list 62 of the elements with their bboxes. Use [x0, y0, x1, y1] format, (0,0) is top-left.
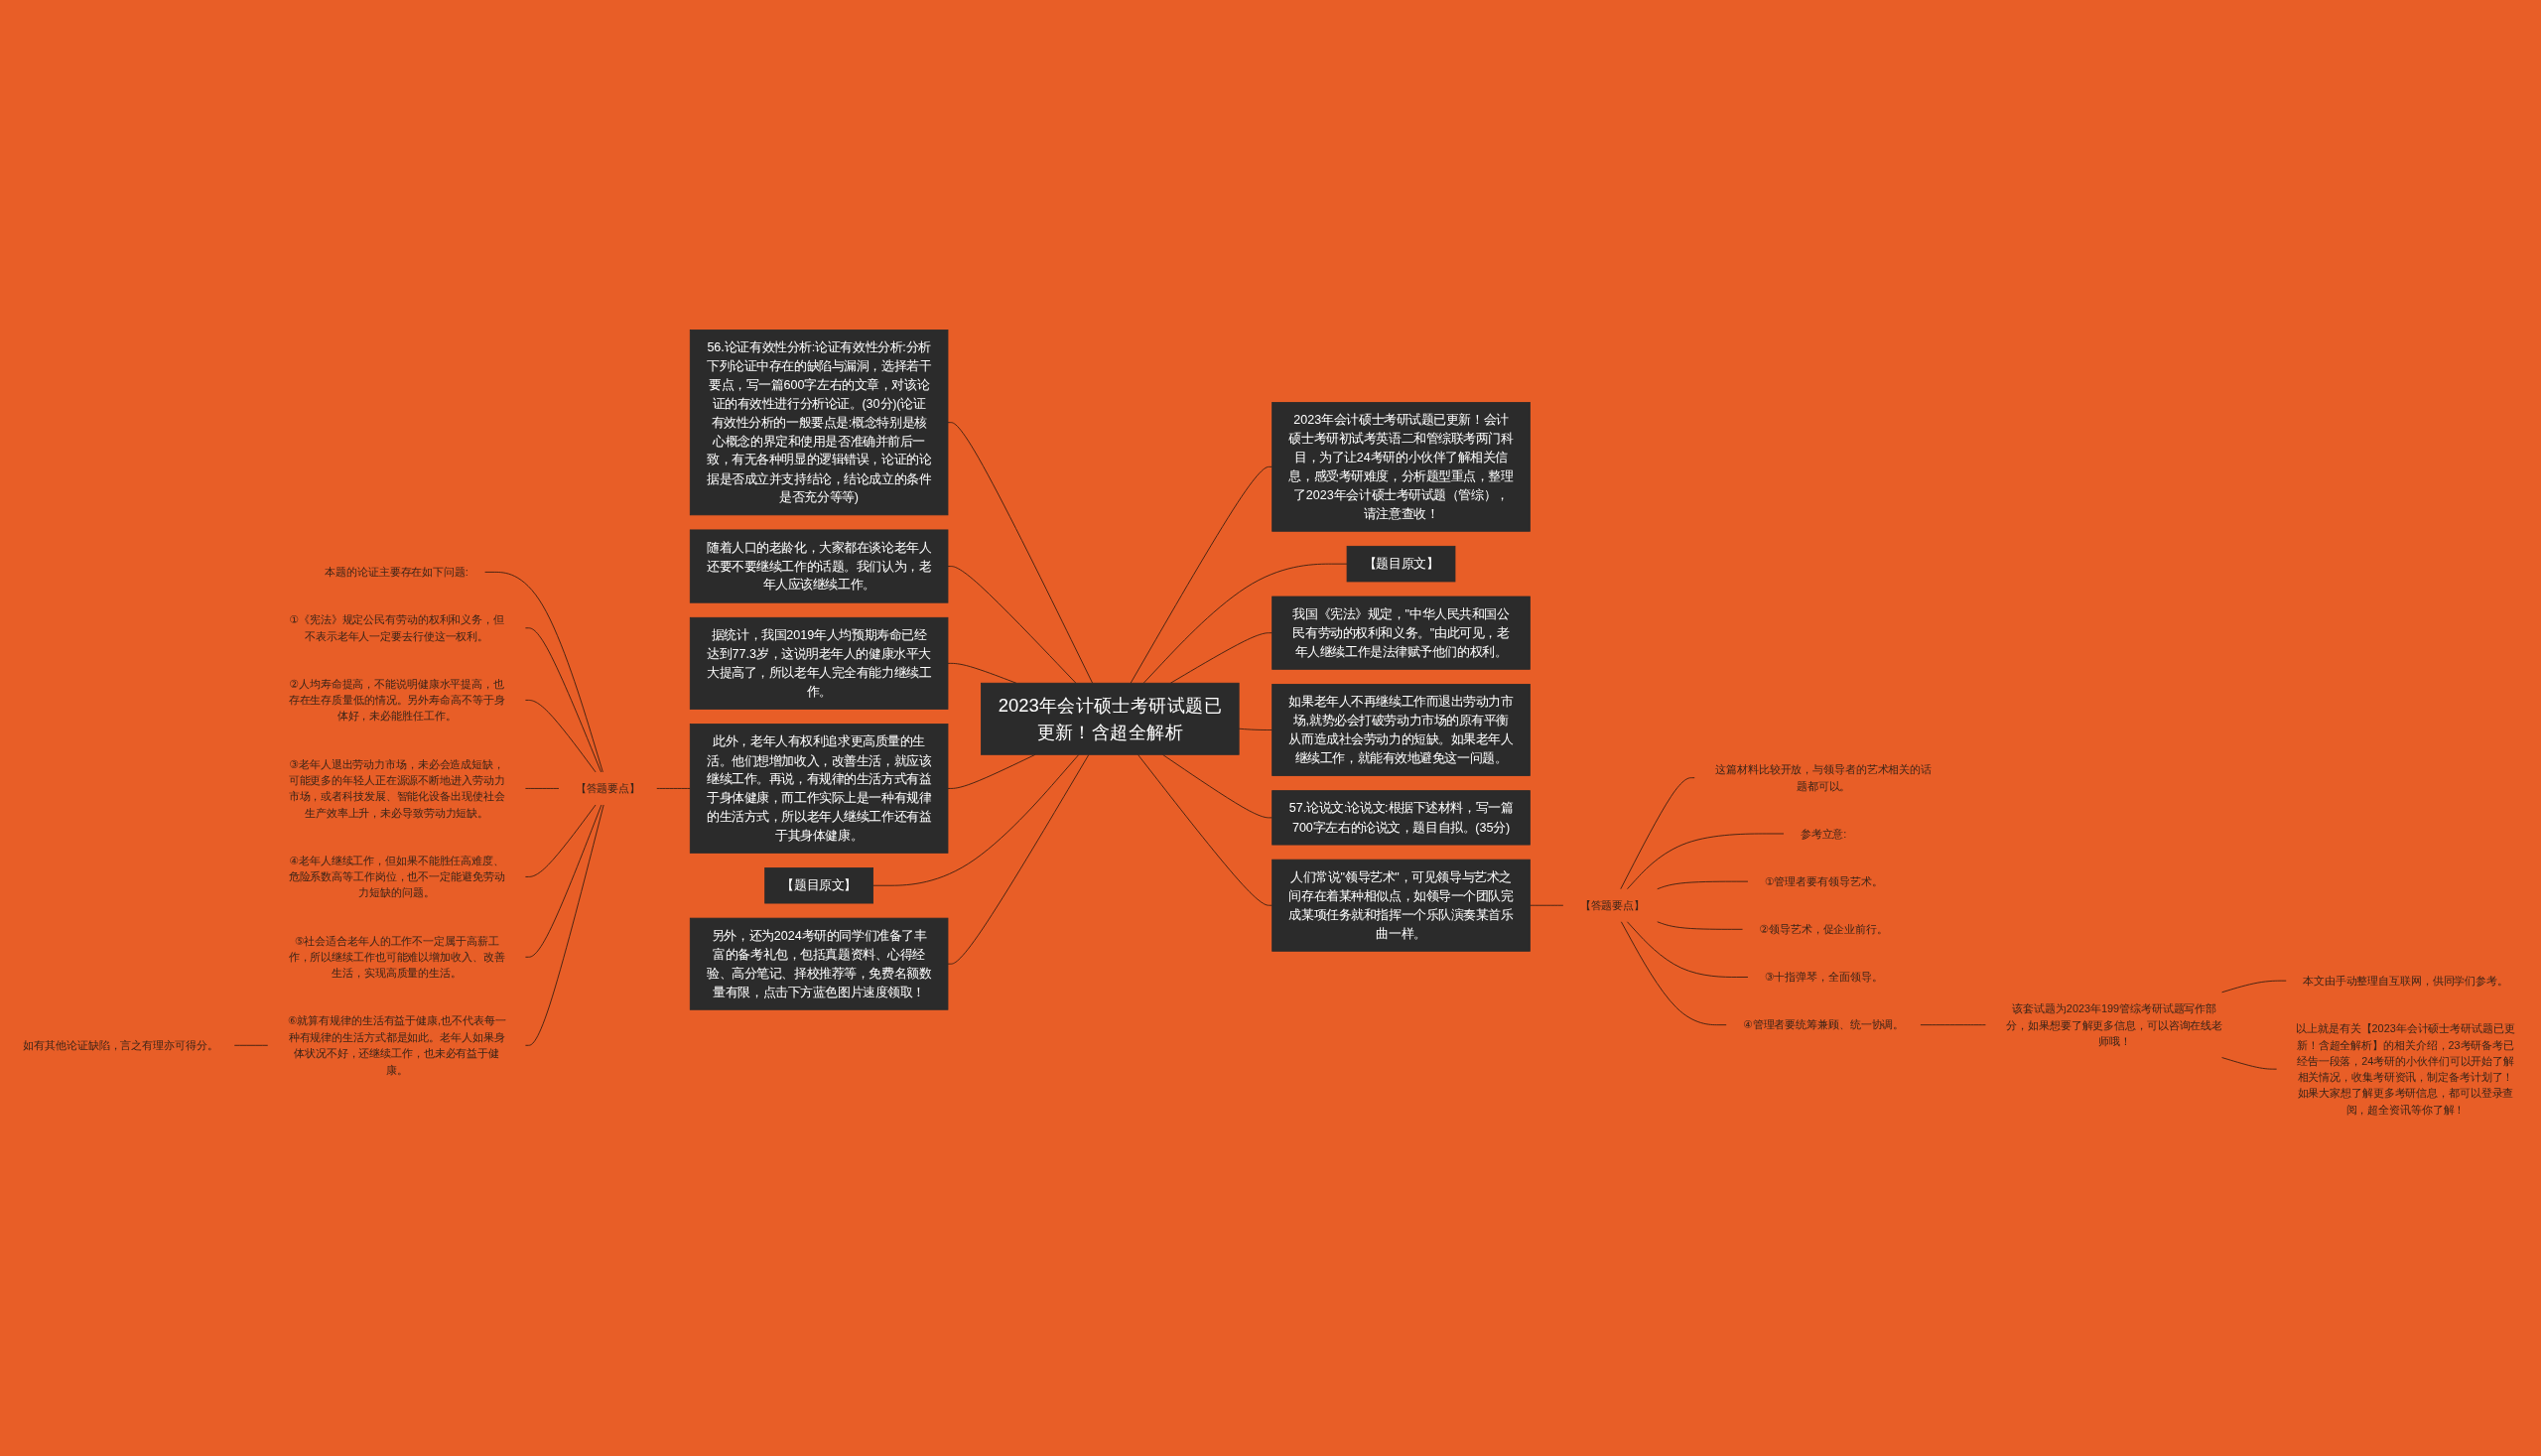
node-text: 参考立意: [1800, 827, 1847, 841]
node-text: 以上就是有关【2023年会计硕士考研试题已更新！含超全解析】的相关介绍，23考研备考已经告一段落，24考研的小伙伴们可以开始了解相关情况，收集考研资讯，制定备考计划了！如果大家想了解更多考研信息，都可以登录查阅，超全资讯等你了解！ [2296, 1021, 2515, 1117]
node-box: 2023年会计硕士考研试题已更新！含超全解析 [981, 682, 1240, 755]
node-text: ⑥就算有规律的生活有益于健康,也不代表每一种有规律的生活方式都是如此。老年人如果身体状况不好，还继续工作，也未必有益于健康。 [287, 1014, 506, 1076]
connector [1627, 833, 1785, 890]
node-text: 这篇材料比较开放，与领导者的艺术相关的话题都可以。 [1715, 763, 1932, 792]
connector [1142, 563, 1348, 684]
node-box: 57.论说文:论说文:根据下述材料，写一篇700字左右的论说文，题目自拟。(35分) [1271, 790, 1531, 846]
connector [1529, 904, 1564, 906]
connector [2221, 980, 2287, 993]
connector [1238, 728, 1273, 730]
connector [1169, 632, 1273, 684]
node-text: ⑤社会适合老年人的工作不一定属于高薪工作，所以继续工作也可能难以增加收入、改善生活，实现高质量的生活。 [288, 934, 505, 980]
node-box: 此外，老年人有权利追求更高质量的生活。他们想增加收入，改善生活，就应该继续工作。再说，有规律的生活方式有益于身体健康，而工作实际上是一种有规律的生活方式，所以老年人继续工作还有益于其身体健康。 [689, 724, 949, 854]
connector [872, 753, 1080, 886]
node-text: 本题的论证主要存在如下问题: [325, 565, 468, 579]
node-text: 本文由手动整理自互联网，供同学们参考。 [2303, 974, 2508, 988]
node-text: ④老年人继续工作，但如果不能胜任高难度、危险系数高等工作岗位，也不一定能避免劳动力短缺的问题。 [288, 854, 505, 899]
connector [1657, 921, 1743, 930]
connector [484, 572, 603, 773]
node-text: 该套试题为2023年199管综考研试题写作部分，如果想要了解更多信息，可以咨询在线老师哦！ [2006, 1001, 2223, 1048]
node-box: 我国《宪法》规定，"中华人民共和国公民有劳动的权利和义务。"由此可见，老年人继续工作是法律赋予他们的权利。 [1271, 596, 1531, 670]
node-box: 另外，还为2024考研的同学们准备了丰富的备考礼包，包括真题资料、心得经验、高分笔记、择校推荐等，免费名额数量有限，点击下方蓝色图片速度领取！ [689, 917, 949, 1010]
node-box: 2023年会计硕士考研试题已更新！会计硕士考研初试考英语二和管综联考两门科目，为了让24考研的小伙伴了解相关信息，感受考研难度，分析题型重点，整理了2023年会计硕士考研试题（管综），请注意查收！ [1271, 402, 1531, 532]
node-text: ③十指弹琴，全面领导。 [1764, 971, 1883, 984]
connector [525, 804, 604, 1046]
node-box: 56.论证有效性分析:论证有效性分析:分析下列论证中存在的缺陷与漏洞，选择若干要点，写一篇600字左右的文章，对该论证的有效性进行分析论证。(30分)(论证有效性分析的一般要点是:概念特别是核心概念的界定和使用是否准确并前后一致，有无各种明显的逻辑错误，论证的论据是否成立并支持结论，结论成立的条件是否充分等等) [689, 330, 949, 516]
connector [1620, 777, 1695, 890]
connector [1130, 465, 1273, 684]
connector [1627, 921, 1749, 978]
node-box: 人们常说"领导艺术"，可见领导与艺术之间存在着某种相似点，如领导一个团队完成某项任务就和指挥一个乐队演奏某首乐曲一样。 [1271, 859, 1531, 952]
connector [233, 1044, 269, 1046]
connector [1657, 880, 1749, 890]
node-text: 【答题要点】 [575, 781, 641, 795]
connector [656, 788, 691, 789]
connector [525, 627, 602, 773]
node-text: 【答题要点】 [1579, 898, 1645, 912]
node-text: 如有其他论证缺陷，言之有理亦可得分。 [23, 1038, 218, 1052]
connector [525, 700, 597, 773]
connector [947, 566, 1077, 684]
node-text: ①《宪法》规定公民有劳动的权利和义务，但不表示老年人一定要去行使这一权利。 [289, 613, 504, 643]
connector [1161, 753, 1273, 819]
node-box: 如果老年人不再继续工作而退出劳动力市场,就势必会打破劳动力市场的原有平衡从而造成社会劳动力的短缺。如果老年人继续工作，就能有效地避免这一问题。 [1271, 684, 1531, 776]
node-text: ④管理者要统筹兼顾、统一协调。 [1742, 1018, 1905, 1031]
node-text: ③老年人退出劳动力市场，未必会造成短缺，可能更多的年轻人正在源源不断地进入劳动力市场，或者科技发展、智能化设备出现使社会生产效率上升，未必导致劳动力短缺。 [288, 757, 505, 820]
node-box: 【题目原文】 [1346, 545, 1456, 583]
node-text: ②领导艺术，促企业前行。 [1759, 922, 1888, 936]
node-box: 据统计，我国2019年人均预期寿命已经达到77.3岁，这说明老年人的健康水平大大提高了，所以老年人完全有能力继续工作。 [689, 616, 949, 710]
connector [1620, 921, 1727, 1026]
connector [2221, 1057, 2278, 1070]
connector [525, 804, 602, 958]
connector [947, 753, 1090, 965]
connector [947, 422, 1094, 684]
node-box: 随着人口的老龄化，大家都在谈论老年人还要不要继续工作的话题。我们认为，老年人应该继续工作。 [689, 529, 949, 603]
connector [1920, 1024, 1986, 1026]
connector [525, 788, 560, 789]
node-text: ②人均寿命提高，不能说明健康水平提高，也存在生存质量低的情况。另外寿命高不等于身体好，未必能胜任工作。 [288, 677, 505, 723]
node-box: 【题目原文】 [764, 867, 873, 904]
connector [947, 662, 1017, 684]
node-text: ①管理者要有领导艺术。 [1764, 874, 1883, 888]
connector [525, 804, 597, 877]
connector [1137, 753, 1273, 906]
